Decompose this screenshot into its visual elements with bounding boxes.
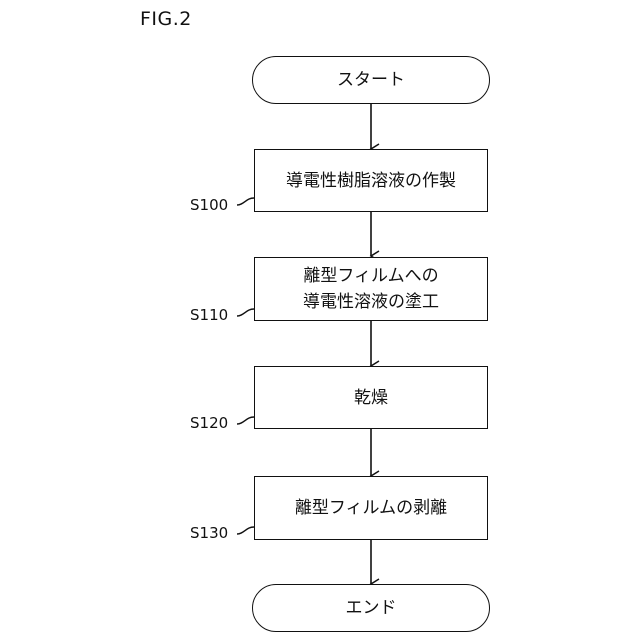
end-label: エンド [346,595,397,621]
step-s100-id: S100 [190,196,228,214]
step-s130-id: S130 [190,524,228,542]
start-terminal: スタート [252,56,490,104]
leader-s110 [237,309,254,316]
step-s110-id: S110 [190,306,228,324]
step-s110-text-line1: 離型フィルムへの [303,263,439,289]
step-s130-box: 離型フィルムの剥離 [254,476,488,540]
start-label: スタート [337,67,405,93]
leader-s120 [237,417,254,424]
step-s100-text: 導電性樹脂溶液の作製 [286,168,456,194]
step-s120-box: 乾燥 [254,366,488,429]
step-s130-text: 離型フィルムの剥離 [295,495,447,521]
step-s120-text: 乾燥 [354,385,388,411]
step-s100-box: 導電性樹脂溶液の作製 [254,149,488,212]
end-terminal: エンド [252,584,490,632]
leader-s100 [237,198,254,205]
leader-s130 [237,527,254,534]
step-s110-text-line2: 導電性溶液の塗工 [303,289,439,315]
step-s120-id: S120 [190,414,228,432]
step-s110-box: 離型フィルムへの 導電性溶液の塗工 [254,257,488,321]
